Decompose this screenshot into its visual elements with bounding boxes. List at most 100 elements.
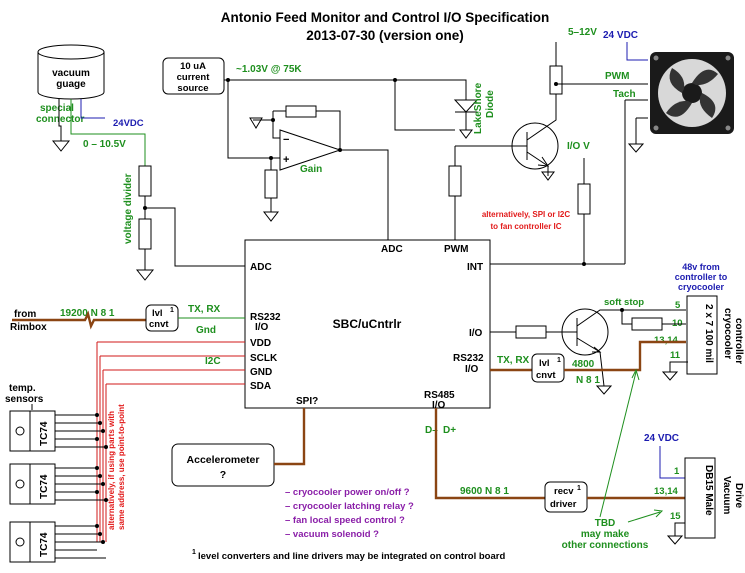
tbd-label-3: other connections xyxy=(562,540,649,551)
cryo-connector-label: 2 x 7 100 mil xyxy=(703,304,714,363)
n81-right-label: N 8 1 xyxy=(576,375,600,386)
lvl-cnvt-right-label-1: lvl xyxy=(539,358,550,369)
question-1: – cryocooler power on/off ? xyxy=(285,487,410,498)
ground-symbol xyxy=(51,140,71,152)
txrx-right-label: TX, RX xyxy=(497,355,530,366)
resistor-divider-bottom xyxy=(138,218,152,250)
ground-symbol xyxy=(627,143,645,153)
vacuum-connector-box xyxy=(684,457,716,539)
alt-point-label-1: alternatively, if using parts with xyxy=(107,411,116,530)
resistor-base xyxy=(448,165,462,197)
current-source-box xyxy=(162,57,225,95)
sbc-box xyxy=(244,239,491,409)
rimbox-label-1: from xyxy=(14,309,36,320)
baud-right-label: 4800 xyxy=(572,359,595,370)
rs485-serial-label: 9600 N 8 1 xyxy=(460,486,509,497)
sbc-rs485-2: I/O xyxy=(432,400,446,411)
fan-tach-label: Tach xyxy=(613,89,636,100)
fan-icon xyxy=(650,52,734,134)
ground-symbol xyxy=(595,385,613,395)
vacuum-pin-15: 15 xyxy=(670,511,681,522)
rimbox-label-2: Rimbox xyxy=(10,322,47,333)
fan-supply-label: 5–12V xyxy=(568,27,597,38)
ground-symbol xyxy=(459,129,473,139)
lvl-cnvt-right-label-2: cnvt xyxy=(536,370,556,381)
temp-sensors-label-1: temp. xyxy=(9,383,36,394)
i2c-label: I2C xyxy=(205,356,221,367)
sbc-vdd: VDD xyxy=(250,338,271,349)
ground-symbol xyxy=(661,371,679,381)
diode-label-2: Diode xyxy=(485,90,496,118)
rs485-dplus: D+ xyxy=(443,425,456,436)
recv-driver-label-2: driver xyxy=(550,499,577,510)
gain-label: Gain xyxy=(300,164,322,175)
tc74-chip-3: TC74 xyxy=(9,521,56,563)
txrx-left-label: TX, RX xyxy=(188,304,221,315)
sbc-spi: SPI? xyxy=(296,396,318,407)
tc74-label-2: TC74 xyxy=(39,474,50,499)
io-voltage-label: I/O V xyxy=(567,141,590,152)
vacuum-title-1: Vacuum xyxy=(721,476,732,514)
gauge-label-2: guage xyxy=(56,79,86,90)
lvl-cnvt-right-sup: 1 xyxy=(557,357,561,364)
fan-pwm-label: PWM xyxy=(605,71,629,82)
accelerometer-label-1: Accelerometer xyxy=(187,454,260,466)
gauge-range-label: 0 – 10.5V xyxy=(83,139,126,150)
sbc-adc-top: ADC xyxy=(381,244,403,255)
cryo-pin-13-14: 13,14 xyxy=(654,335,678,346)
cryo-title-2: controller xyxy=(733,318,744,364)
question-3: – fan local speed control ? xyxy=(285,515,405,526)
sbc-sclk: SCLK xyxy=(250,353,278,364)
diagram-subtitle: 2013-07-30 (version one) xyxy=(306,28,464,43)
sbc-rs232-right-2: I/O xyxy=(465,364,479,375)
soft-stop-label: soft stop xyxy=(604,297,644,308)
sbc-int: INT xyxy=(467,262,483,273)
question-2: – cryocooler latching relay ? xyxy=(285,501,414,512)
sbc-gnd: GND xyxy=(250,367,272,378)
sbc-adc-left: ADC xyxy=(250,262,272,273)
svg-text:+: + xyxy=(283,154,289,166)
cryo-title-1: cryocooler xyxy=(722,308,733,359)
vacuum-pin-1: 1 xyxy=(674,466,680,477)
vacuum-24vdc-label: 24 VDC xyxy=(644,433,679,444)
special-connector-label-1: special xyxy=(40,103,74,114)
alt-spi-label-1: alternatively, SPI or I2C xyxy=(482,210,571,219)
current-source-label-1: 10 uA xyxy=(180,61,206,72)
alt-point-label-2: same address, use point-to-point xyxy=(117,404,126,530)
sbc-sda: SDA xyxy=(250,381,271,392)
ground-symbol xyxy=(541,171,555,181)
rs485-dminus: D– xyxy=(425,425,438,436)
svg-text:−: − xyxy=(283,134,289,146)
vacuum-title-2: Drive xyxy=(733,483,744,508)
resistor-feedback xyxy=(285,105,317,118)
cryo-note-1: 48v from xyxy=(682,262,720,272)
ground-symbol xyxy=(249,117,263,129)
cryo-note-2: controller to xyxy=(675,272,728,282)
current-source-label-3: source xyxy=(177,83,208,94)
current-source-reading: ~1.03V @ 75K xyxy=(236,64,302,75)
sbc-rs232-left-2: I/O xyxy=(255,322,269,333)
footnote-text: level converters and line drivers may be… xyxy=(198,551,505,562)
cryo-pin-5: 5 xyxy=(675,300,681,311)
vacuum-gauge: vacuum guage xyxy=(37,44,105,100)
sbc-rs232-right-1: RS232 xyxy=(453,353,484,364)
cryo-note-3: cryocooler xyxy=(678,282,725,292)
recv-driver-label-1: recv xyxy=(554,486,574,497)
resistor-cryo-base xyxy=(515,325,547,339)
tc74-chip-1: TC74 xyxy=(9,410,56,452)
resistor-divider-top xyxy=(138,165,152,197)
question-4: – vacuum solenoid ? xyxy=(285,529,379,540)
accelerometer-label-2: ? xyxy=(220,469,226,481)
gauge-label-1: vacuum xyxy=(52,68,90,79)
sbc-rs485-1: RS485 xyxy=(424,390,455,401)
temp-sensors-label-2: sensors xyxy=(5,394,44,405)
alt-spi-label-2: to fan controller IC xyxy=(490,222,561,231)
vacuum-connector-label: DB15 Male xyxy=(703,465,714,516)
diode-symbol xyxy=(453,99,479,113)
diagram-title: Antonio Feed Monitor and Control I/O Spe… xyxy=(221,10,550,25)
tbd-label-2: may make xyxy=(581,529,630,540)
fan-24vdc-label: 24 VDC xyxy=(603,30,638,41)
sbc-pwm: PWM xyxy=(444,244,468,255)
resistor-tach-pullup xyxy=(577,183,591,215)
